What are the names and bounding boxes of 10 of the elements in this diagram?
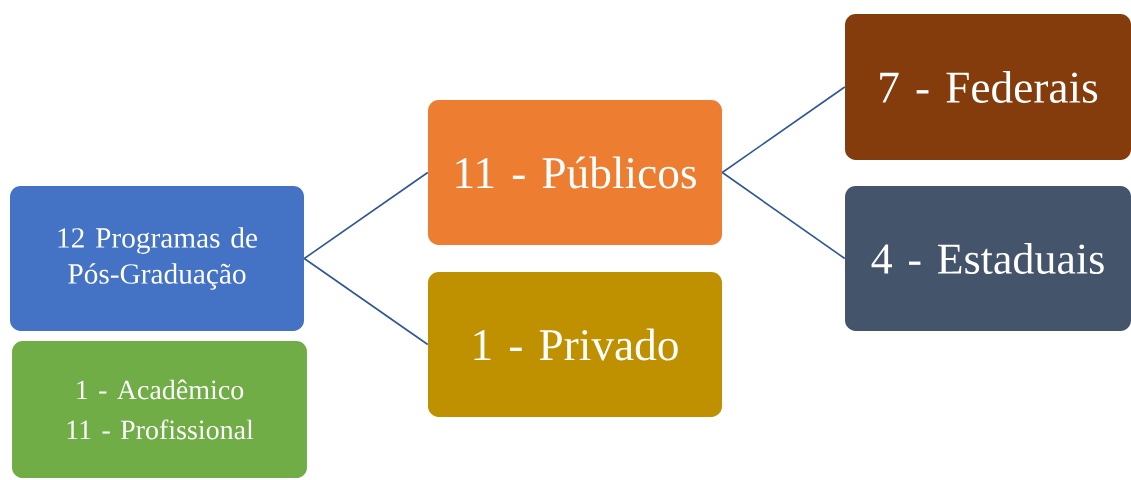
process-box: 12 Programas de Pós-Graduação <box>10 185 304 332</box>
process-box: 7 - Federais <box>845 14 1131 160</box>
process-box: 1 - Privado <box>428 271 722 418</box>
process-box: 4 - Estaduais <box>845 185 1131 332</box>
connector-line <box>721 86 846 174</box>
process-box: 1 - Acadêmico 11 - Profissional <box>12 340 307 479</box>
connector-line <box>721 171 846 260</box>
connector-line <box>303 171 429 260</box>
connector-line <box>303 257 429 346</box>
process-box: 11 - Públicos <box>428 99 722 246</box>
